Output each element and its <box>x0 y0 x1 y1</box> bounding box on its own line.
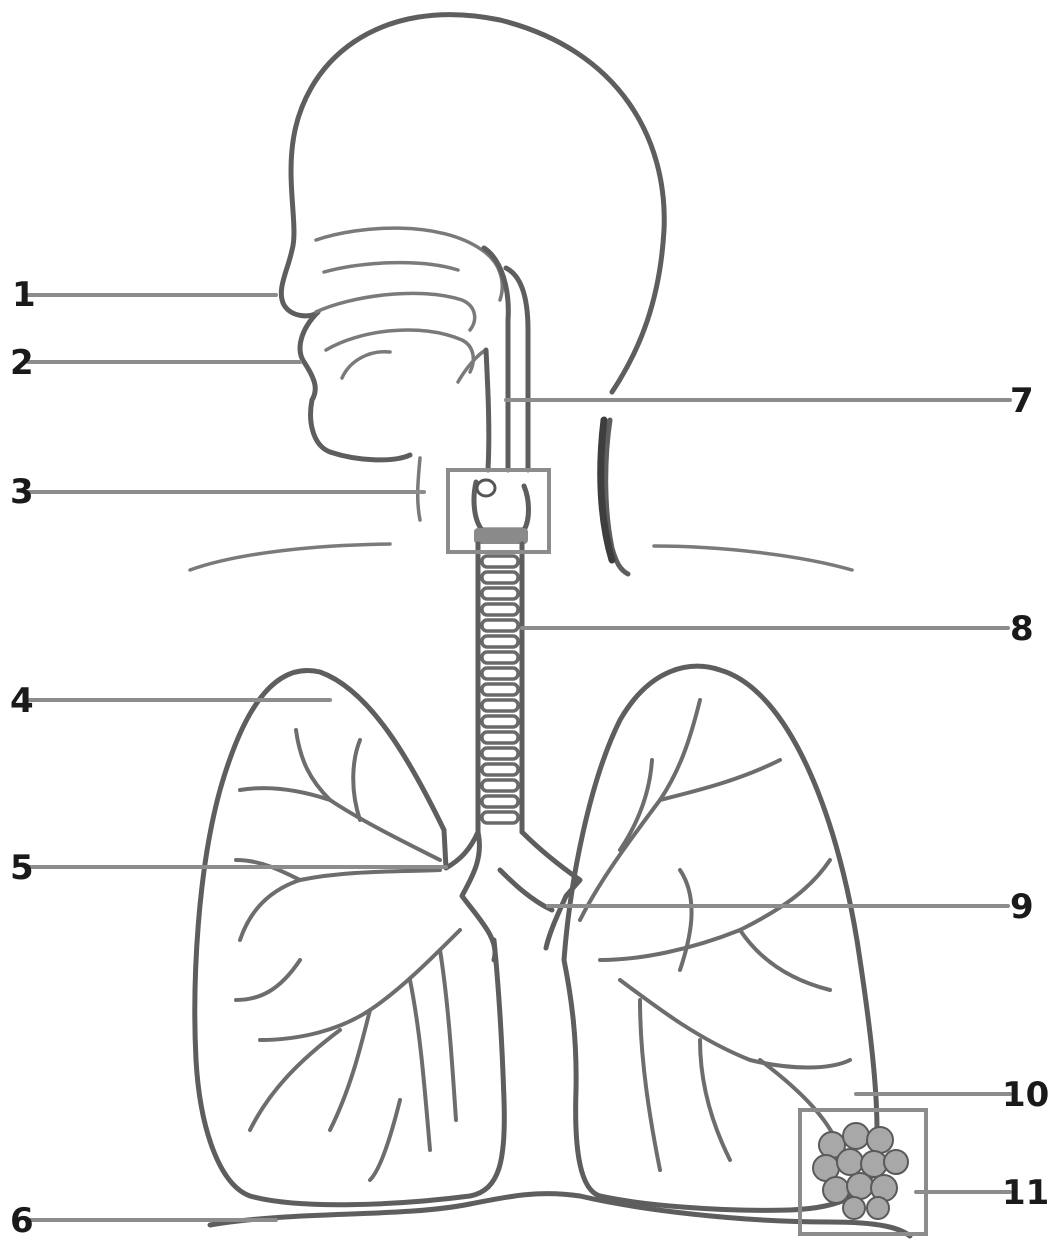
label-8: 8 <box>1010 609 1034 649</box>
tracheal-ring <box>482 812 518 823</box>
leader-lines <box>28 295 1010 1220</box>
tracheal-ring <box>482 604 518 615</box>
label-10: 10 <box>1002 1075 1049 1115</box>
bronchi <box>444 830 580 960</box>
label-11: 11 <box>1002 1173 1049 1213</box>
label-1: 1 <box>12 275 36 315</box>
tracheal-ring <box>482 556 518 567</box>
label-5: 5 <box>10 848 34 888</box>
tracheal-ring <box>482 780 518 791</box>
tracheal-ring <box>482 668 518 679</box>
label-7: 7 <box>1010 381 1034 421</box>
label-2: 2 <box>10 343 34 383</box>
tracheal-ring <box>482 716 518 727</box>
tracheal-ring <box>482 652 518 663</box>
tracheal-ring <box>482 620 518 631</box>
tracheal-ring <box>482 732 518 743</box>
diaphragm <box>210 1194 910 1236</box>
label-9: 9 <box>1010 887 1034 927</box>
label-6: 6 <box>10 1201 34 1241</box>
tracheal-ring <box>482 700 518 711</box>
trachea <box>478 544 522 832</box>
label-3: 3 <box>10 472 34 512</box>
larynx <box>474 480 529 544</box>
tracheal-ring <box>482 636 518 647</box>
tracheal-ring <box>482 764 518 775</box>
tracheal-ring <box>482 684 518 695</box>
tracheal-ring <box>482 748 518 759</box>
label-4: 4 <box>10 681 34 721</box>
tracheal-ring <box>482 588 518 599</box>
tracheal-ring <box>482 572 518 583</box>
tracheal-ring <box>482 796 518 807</box>
